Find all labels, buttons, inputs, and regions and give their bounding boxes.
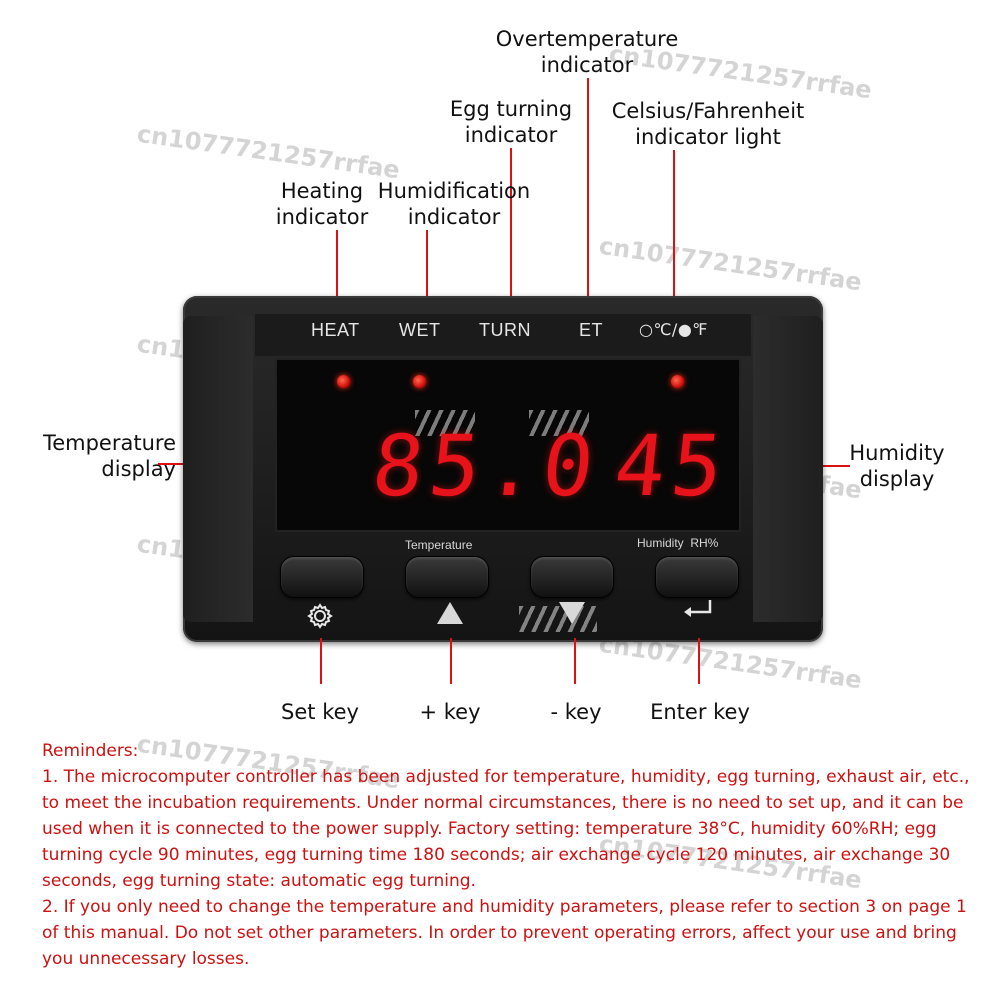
temperature-display-callout: Temperature display [42, 431, 176, 481]
decor-hatch [519, 606, 597, 632]
humidification-line [426, 230, 428, 316]
heating-callout: Heating indicator [275, 179, 369, 229]
heat-led [337, 375, 350, 388]
humidity-button-caption: Humidity RH% [637, 536, 719, 550]
indicator-panel [255, 314, 751, 356]
wet-led [413, 375, 426, 388]
humidification-callout: Humidification indicator [377, 179, 531, 229]
decor-hatch [529, 410, 589, 436]
minus-key-line [574, 638, 576, 684]
up-triangle-icon [432, 600, 468, 632]
wet-indicator-label: WET [399, 320, 441, 340]
humidity-display-callout: Humidity display [849, 441, 945, 491]
heat-indicator-label: HEAT [311, 320, 360, 340]
device-left-side [183, 316, 253, 622]
decor-hatch [415, 410, 475, 436]
plus-key-line [450, 638, 452, 684]
minus-key-label: - key [550, 700, 602, 724]
watermark: cn1077721257rrfae [597, 231, 864, 297]
celsius-callout: Celsius/Fahrenheit indicator light [611, 99, 805, 149]
reminder-item-2: 2. If you only need to change the temper… [42, 897, 967, 969]
enter-button[interactable] [655, 556, 739, 598]
plus-key-label: + key [419, 700, 481, 724]
temperature-readout: 85.0 [367, 417, 605, 515]
humidity-readout: 45 [609, 417, 734, 515]
down-triangle-icon [554, 600, 590, 632]
enter-arrow-icon [680, 598, 716, 626]
unit-indicator-label: ○℃/●℉ [639, 320, 709, 339]
set-button[interactable] [280, 556, 364, 598]
unit-led [671, 375, 684, 388]
gear-icon [302, 602, 338, 636]
heating-line [336, 230, 338, 316]
lcd-screen [275, 358, 741, 532]
minus-button[interactable] [530, 556, 614, 598]
et-indicator-label: ET [579, 320, 604, 340]
celsius-line [673, 150, 675, 316]
watermark: cn1077721257rrfae [135, 119, 402, 185]
turn-indicator-label: TURN [479, 320, 531, 340]
plus-button[interactable] [405, 556, 489, 598]
reminders-section: Reminders: 1. The microcomputer controll… [42, 738, 972, 972]
egg-turning-line [510, 148, 512, 316]
reminders-title: Reminders: [42, 741, 139, 761]
enter-key-line [698, 638, 700, 684]
temperature-button-caption: Temperature [405, 538, 473, 552]
enter-key-label: Enter key [650, 700, 750, 724]
set-key-line [320, 638, 322, 684]
reminder-item-1: 1. The microcomputer controller has been… [42, 767, 970, 891]
egg-turning-callout: Egg turning indicator [449, 97, 573, 147]
set-key-label: Set key [281, 700, 359, 724]
device-right-side [753, 316, 823, 622]
overtemp-line [587, 78, 589, 316]
overtemp-callout: Overtemperature indicator [495, 27, 679, 77]
